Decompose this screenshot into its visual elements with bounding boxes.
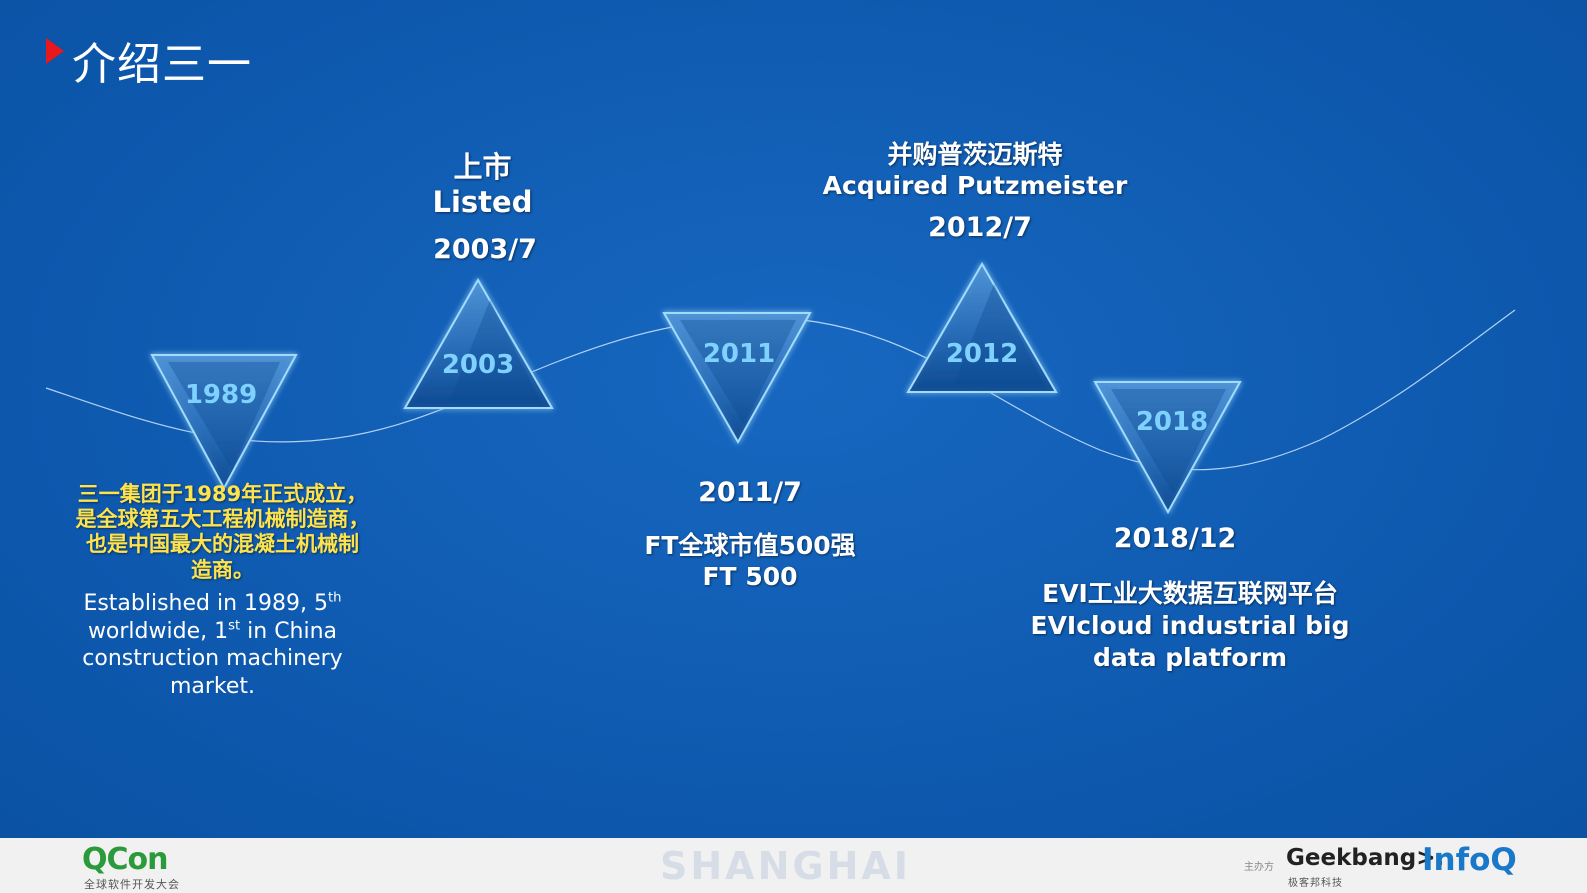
label-cn-2003: 上市 (453, 150, 512, 184)
milestone-2011-date: 2011/7 (698, 477, 802, 508)
label-en-2018-line-2: data platform (1092, 643, 1287, 672)
triangle-year-2003: 2003 (442, 350, 514, 380)
label-cn-2011: FT全球市值500强 (644, 531, 856, 560)
label-cn-2018: EVI工业大数据互联网平台 (1042, 579, 1338, 608)
label-en-2012: Acquired Putzmeister (822, 171, 1128, 201)
slide-title: 介绍三一 (72, 39, 252, 90)
infoq-logo: InfoQ (1422, 842, 1517, 878)
milestone-2018-label: EVI工业大数据互联网平台 EVIcloud industrial big da… (1020, 578, 1360, 674)
desc-en-line-1: Established in 1989, 5th (83, 590, 342, 616)
triangle-year-1989: 1989 (185, 380, 257, 410)
label-en-2003: Listed (432, 184, 533, 219)
milestone-2012-date: 2012/7 (928, 212, 1032, 243)
triangle-2011: 2011 (662, 312, 812, 445)
sponsor-label: 主办方 (1244, 862, 1274, 873)
triangle-year-2011: 2011 (703, 339, 775, 369)
geekbang-logo-subtitle: 极客邦科技 (1288, 878, 1343, 889)
title-marker-icon (46, 38, 64, 64)
milestone-2011-label: FT全球市值500强 FT 500 (620, 530, 880, 593)
qcon-logo: QCon (82, 842, 168, 877)
qcon-logo-subtitle: 全球软件开发大会 (84, 878, 180, 891)
footer-bar: QCon 全球软件开发大会 SHANGHAI 主办方 Geekbang>. 极客… (0, 838, 1587, 893)
triangle-year-2012: 2012 (946, 339, 1018, 369)
timeline-wave-line (45, 309, 1516, 471)
milestone-2003-label: 上市 Listed (400, 150, 565, 220)
desc-cn-line-1: 三一集团于1989年正式成立， (77, 482, 368, 506)
milestone-2018-date: 2018/12 (1113, 523, 1237, 554)
desc-en-line-4: market. (169, 673, 256, 699)
desc-cn-line-3: 也是中国最大的混凝土机械制 (86, 532, 359, 557)
label-cn-2012: 并购普茨迈斯特 (887, 140, 1063, 169)
timeline-graphic: 1989 2003 2011 2012 2018 (45, 262, 1516, 515)
desc-cn-line-2: 是全球第五大工程机械制造商， (75, 507, 370, 532)
triangle-year-2018: 2018 (1136, 407, 1208, 437)
desc-en-line-2: worldwide, 1st in China (87, 618, 338, 644)
label-en-2011: FT 500 (702, 562, 798, 592)
label-en-2018-line-1: EVIcloud industrial big (1030, 611, 1350, 640)
slide-canvas: 介绍三一 1989 (0, 0, 1587, 838)
triangle-1989: 1989 (150, 354, 298, 491)
desc-en-line-3: construction machinery (82, 646, 343, 671)
milestone-1989-description: 三一集团于1989年正式成立， 是全球第五大工程机械制造商， 也是中国最大的混凝… (50, 482, 395, 583)
triangle-2018: 2018 (1093, 381, 1242, 515)
geekbang-logo: Geekbang>. (1286, 845, 1445, 871)
desc-cn-line-4: 造商。 (191, 557, 254, 582)
city-watermark: SHANGHAI (660, 844, 911, 888)
milestone-1989-description-en: Established in 1989, 5th worldwide, 1st … (60, 590, 365, 700)
milestone-2012-label: 并购普茨迈斯特 Acquired Putzmeister (820, 139, 1130, 202)
triangle-2003: 2003 (403, 277, 554, 409)
triangle-2012: 2012 (906, 262, 1058, 393)
milestone-2003-date: 2003/7 (433, 234, 537, 265)
